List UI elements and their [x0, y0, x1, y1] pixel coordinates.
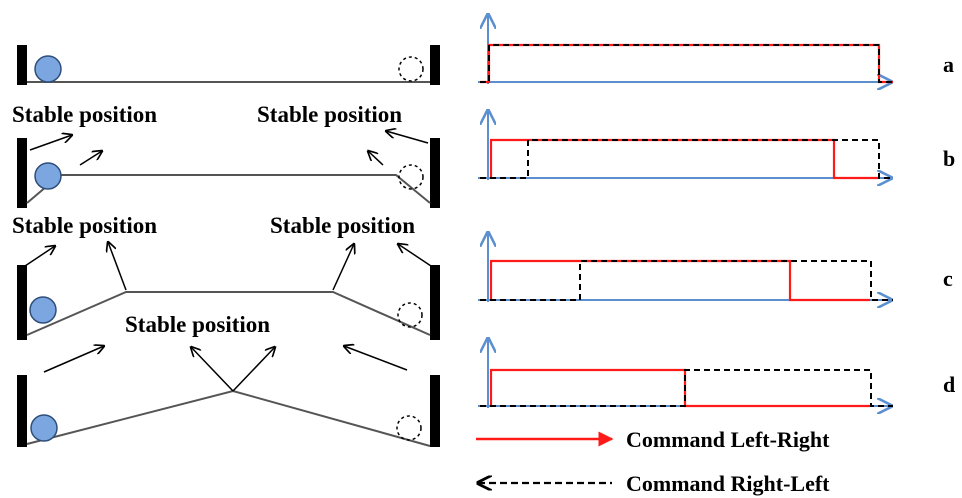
arrow: [21, 246, 55, 269]
arrow: [344, 346, 408, 371]
right-left-signal: [480, 260, 893, 301]
stable-label: Stable position: [257, 102, 402, 127]
left-right-signal: [489, 368, 870, 408]
beam: [26, 389, 431, 447]
left-right-signal: [489, 138, 878, 180]
timing-graph-d: [478, 340, 893, 408]
arrow: [191, 347, 234, 392]
ball: [29, 296, 57, 324]
state-row-2: [17, 131, 440, 208]
right-left-signal: [480, 139, 893, 179]
left-anchor: [17, 375, 27, 447]
arrow: [79, 151, 102, 166]
left-anchor: [17, 138, 27, 208]
left-anchor: [17, 265, 27, 340]
ball-ghost: [398, 164, 424, 190]
timing-graph-c: [478, 234, 893, 302]
arrow: [332, 244, 354, 291]
ball-ghost: [398, 56, 424, 82]
ball: [34, 162, 62, 190]
timing-graph-b: [478, 112, 893, 180]
timing-graph-a: [478, 16, 893, 84]
row-letter-b: b: [943, 146, 955, 171]
row-letter-a: a: [943, 52, 954, 77]
arrow: [368, 151, 384, 166]
legend-right-left-label: Command Right-Left: [626, 471, 830, 496]
row-letter-c: c: [943, 266, 953, 291]
right-anchor: [430, 45, 440, 85]
arrow: [386, 131, 429, 144]
right-left-signal: [480, 369, 893, 407]
right-anchor: [430, 138, 440, 208]
stable-label: Stable position: [12, 102, 157, 127]
ball-ghost: [396, 415, 422, 441]
ball-ghost: [397, 302, 423, 328]
legend-left-right-label: Command Left-Right: [626, 427, 830, 452]
left-right-signal: [480, 43, 893, 84]
stable-label: Stable position: [270, 213, 415, 238]
state-row-4: [17, 346, 440, 447]
right-left-signal: [480, 44, 893, 83]
left-right-signal: [489, 259, 870, 302]
arrow: [43, 346, 104, 373]
state-row-3: [17, 242, 440, 340]
stable-label: Stable position: [125, 312, 270, 337]
arrow: [398, 244, 435, 269]
arrow: [108, 242, 127, 291]
arrow: [232, 347, 275, 392]
stable-label: Stable position: [12, 213, 157, 238]
state-row-1: [17, 45, 440, 85]
beam: [26, 291, 431, 336]
right-anchor: [430, 375, 440, 447]
left-anchor: [17, 45, 27, 85]
beam: [26, 174, 431, 204]
right-anchor: [430, 265, 440, 340]
ball: [34, 55, 62, 83]
ball: [30, 414, 58, 442]
row-letter-d: d: [943, 372, 955, 397]
arrow: [29, 135, 72, 151]
legend: Command Left-Right Command Right-Left: [476, 427, 830, 496]
